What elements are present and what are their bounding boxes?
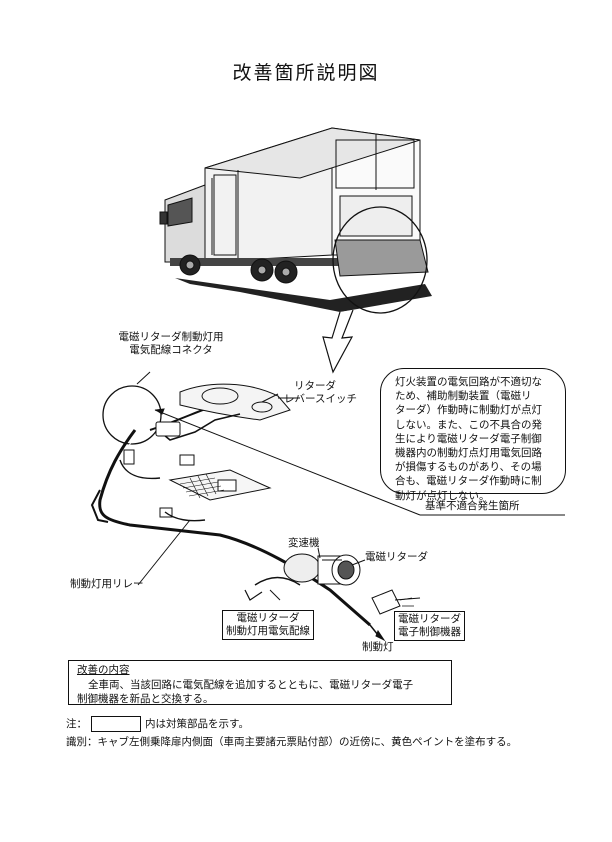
note-line: 動灯が点灯しない。 [395, 489, 490, 502]
connector-label-line1: 電磁リターダ制動灯用 [118, 331, 224, 343]
lever-switch-label-line2: レバースイッチ [284, 393, 357, 405]
note-line: 機器内の制動灯点灯用電気回路 [395, 447, 542, 460]
note-line: ため、補助制動装置（電磁リ [395, 390, 532, 403]
zoom-arrow [322, 309, 354, 374]
note-line: 合も、電磁リターダ作動時に制 [395, 475, 542, 488]
connector-label: 電磁リターダ制動灯用 電気配線コネクタ [112, 331, 230, 357]
controller-label-line1: 電磁リターダ [398, 613, 461, 625]
improvement-heading: 改善の内容 [77, 664, 130, 676]
brake-light-label: 制動灯 [362, 641, 394, 653]
truck-illustration [159, 127, 432, 312]
lever-switch-label: リターダ レバースイッチ [284, 380, 357, 406]
improvement-line1: 全車両、当該回路に電気配線を追加するとともに、電磁リターダ電子 [88, 678, 414, 691]
note-line: 生により電磁リターダ電子制御 [395, 432, 542, 445]
page-title: 改善箇所説明図 [232, 62, 380, 84]
improvement-box: 改善の内容 全車両、当該回路に電気配線を追加するとともに、電磁リターダ電子 制御… [68, 660, 452, 705]
wiring-label-line2: 制動灯用電気配線 [226, 625, 310, 637]
transmission-label: 変速機 [288, 537, 320, 549]
controller-countermeasure-box: 電磁リターダ 電子制御機器 [394, 611, 465, 641]
controller-label-line2: 電子制御機器 [398, 626, 461, 638]
wiring-countermeasure-box: 電磁リターダ 制動灯用電気配線 [222, 610, 314, 640]
focus-circle-truck [332, 206, 428, 314]
note-line: ターダ）作動時に制動灯が点灯 [395, 404, 542, 417]
defect-location-label: 基準不適合発生箇所 [425, 500, 520, 512]
legend-note: 注： 内は対策部品を示す。 [66, 716, 249, 732]
note-line: 灯火装置の電気回路が不適切な [395, 376, 542, 388]
legend-box-sample [91, 716, 141, 732]
retarder-label: 電磁リターダ [365, 551, 428, 563]
note-line: が損傷するものがあり、その場 [395, 461, 542, 474]
wiring-diagram [90, 371, 565, 642]
wiring-label-line1: 電磁リターダ [236, 612, 300, 624]
identification-note: 識別：キャブ左側乗降扉内側面（車両主要諸元票貼付部）の近傍に、黄色ペイントを塗布… [66, 736, 518, 748]
defect-description-box: 灯火装置の電気回路が不適切な ため、補助制動装置（電磁リ ターダ）作動時に制動灯… [380, 368, 566, 502]
note-line: しない。また、この不具合の発 [395, 418, 542, 431]
legend-note-text: 内は対策部品を示す。 [145, 718, 249, 730]
brake-relay-label: 制動灯用リレー [70, 578, 144, 590]
connector-label-line2: 電気配線コネクタ [129, 344, 213, 356]
improvement-line2: 制御機器を新品と交換する。 [77, 693, 214, 705]
legend-note-prefix: 注： [66, 718, 87, 730]
lever-switch-label-line1: リターダ [294, 380, 336, 392]
